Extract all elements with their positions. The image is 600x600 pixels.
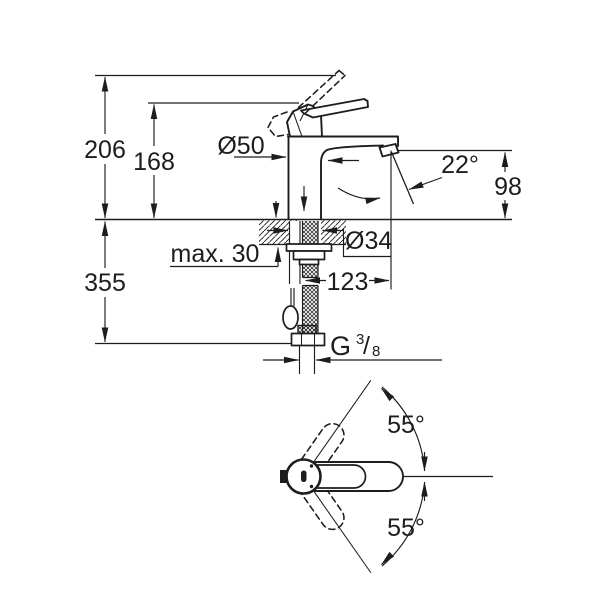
dimension-thread: G 3 / 8 (263, 331, 442, 364)
dimension-body-diameter: Ø50 (217, 132, 287, 161)
side-view: 206 168 355 Ø50 22° 98 m (84, 69, 522, 374)
stream-angle-label: 22° (441, 151, 479, 179)
handle-raised-dashed (297, 69, 346, 114)
spout-top-edge (287, 135, 399, 147)
counter-hatch-right (321, 220, 346, 245)
thread-denominator-label: 8 (372, 343, 380, 360)
thread-letter-label: G (330, 331, 351, 361)
dimension-hole-diameter: Ø34 (267, 227, 392, 258)
mounting-nut (292, 250, 326, 261)
swivel-arc-up (381, 386, 428, 472)
mounting-flange (285, 243, 333, 252)
water-stream (300, 150, 415, 290)
swivel-radial-line-down (307, 483, 372, 574)
faucet-handle (267, 69, 369, 138)
pivot-dot-top (309, 464, 314, 468)
thread-slash-label: / (363, 332, 370, 360)
dimension-355: 355 (84, 221, 126, 343)
dimension-206: 206 (84, 76, 126, 219)
dimension-stream-angle: 22° (408, 151, 479, 191)
swivel-arc-down (381, 481, 428, 567)
outlet-height-label: 98 (494, 173, 522, 201)
body-diameter-label: Ø50 (217, 132, 264, 160)
pivot-indicator-bar (301, 470, 307, 482)
pivot-dot-bottom (309, 484, 314, 489)
handle-lever (300, 98, 369, 119)
lever-height-label: 168 (133, 148, 175, 176)
aerator-tip (378, 143, 400, 158)
pull-rod (290, 288, 295, 306)
pull-rod-knob (282, 305, 299, 330)
dimension-outlet-height: 98 (494, 152, 522, 219)
handle-front-tab (280, 470, 287, 483)
spout-underside (320, 144, 384, 220)
installation-depth-label: 355 (84, 269, 126, 297)
mounting-nut-step (298, 258, 320, 266)
swivel-angle-down-label: 55° (387, 514, 425, 542)
stream-angle-line (390, 151, 415, 205)
swivel-radial-line-up (307, 379, 372, 470)
thread-numerator-label: 3 (356, 331, 364, 348)
handle-base-dashed (267, 111, 289, 138)
hose-break-gap (300, 277, 320, 286)
swivel-angle-up-label: 55° (387, 411, 425, 439)
hose-end-nut (290, 332, 326, 347)
hole-diameter-label: Ø34 (345, 227, 392, 255)
total-height-label: 206 (84, 136, 126, 164)
dimension-max-thickness: max. 30 (170, 201, 282, 268)
max-thickness-label: max. 30 (171, 240, 260, 268)
hose-collar (297, 324, 317, 335)
spout-reach-label: 123 (327, 268, 369, 296)
top-view: 55° 55° (280, 379, 493, 574)
dimension-spout-reach: 123 (305, 268, 390, 296)
stream-swivel-arrow (337, 187, 381, 205)
hose-nut-facets (300, 333, 316, 346)
mounting-assembly (282, 221, 333, 374)
connection-pipe (298, 345, 316, 374)
dimension-168: 168 (133, 104, 175, 219)
